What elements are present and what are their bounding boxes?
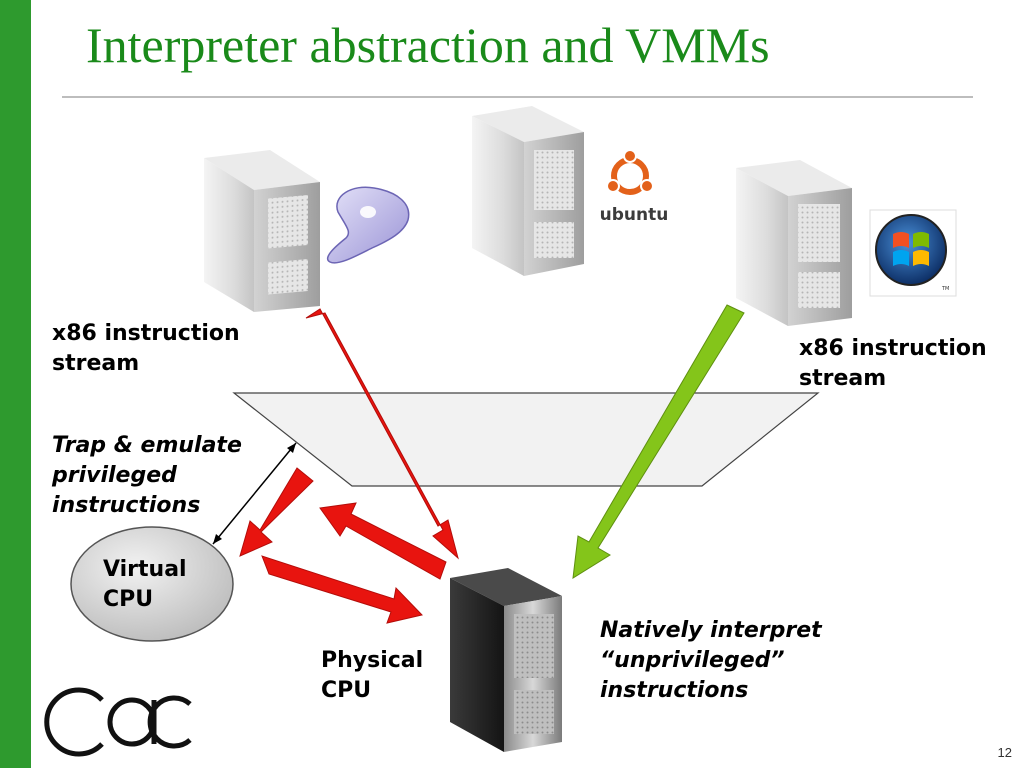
svg-text:TM: TM: [941, 286, 949, 292]
virtual-cpu-oval: [70, 526, 234, 642]
red-arrow-physical-to-vmm: [319, 502, 447, 580]
gentoo-logo: [326, 186, 410, 264]
physical-cpu-line-1: Physical: [321, 648, 424, 673]
green-arrow-native: [572, 304, 745, 579]
guest-server-1: [204, 150, 320, 312]
title-divider: [62, 96, 973, 98]
native-line-1: Natively interpret: [600, 618, 822, 643]
native-line-2: “unprivileged”: [600, 648, 785, 673]
cac-logo: [44, 687, 192, 757]
red-arrow-virtual-to-physical: [261, 555, 423, 624]
left-stream-line-2: stream: [52, 351, 140, 376]
trap-line-2: privileged: [52, 463, 177, 488]
vmm-layer-plane: [232, 392, 820, 487]
slide-title: Interpreter abstraction and VMMs: [86, 17, 770, 73]
virtual-cpu-line-1: Virtual: [103, 557, 187, 582]
left-stream-line-1: x86 instruction: [52, 321, 240, 346]
native-interpret-label: Natively interpret “unprivileged” instru…: [600, 616, 822, 706]
physical-cpu-label: Physical CPU: [321, 646, 423, 706]
left-stream-label: x86 instruction stream: [52, 319, 240, 379]
red-arrow-to-virtual-cpu: [239, 467, 314, 557]
trap-line-1: Trap & emulate: [52, 433, 242, 458]
native-line-3: instructions: [600, 678, 749, 703]
green-sidebar-bar: [0, 0, 31, 768]
windows-logo: TM: [869, 209, 957, 297]
guest-server-3: [736, 160, 852, 326]
physical-server: [450, 568, 562, 752]
red-arrow-guest-to-cpu: [305, 308, 459, 560]
virtual-cpu-label: Virtual CPU: [103, 555, 187, 615]
right-stream-line-2: stream: [799, 366, 887, 391]
page-number: 12: [997, 745, 1012, 760]
right-stream-line-1: x86 instruction: [799, 336, 987, 361]
ubuntu-logo: ubuntu: [600, 149, 669, 225]
trap-emulate-label: Trap & emulate privileged instructions: [52, 431, 242, 521]
physical-cpu-line-2: CPU: [321, 678, 372, 703]
right-stream-label: x86 instruction stream: [799, 334, 987, 394]
virtual-cpu-line-2: CPU: [103, 587, 154, 612]
trap-connector-line: [212, 442, 297, 545]
trap-line-3: instructions: [52, 493, 201, 518]
guest-server-2: [472, 106, 584, 276]
ubuntu-wordmark: ubuntu: [600, 205, 669, 225]
